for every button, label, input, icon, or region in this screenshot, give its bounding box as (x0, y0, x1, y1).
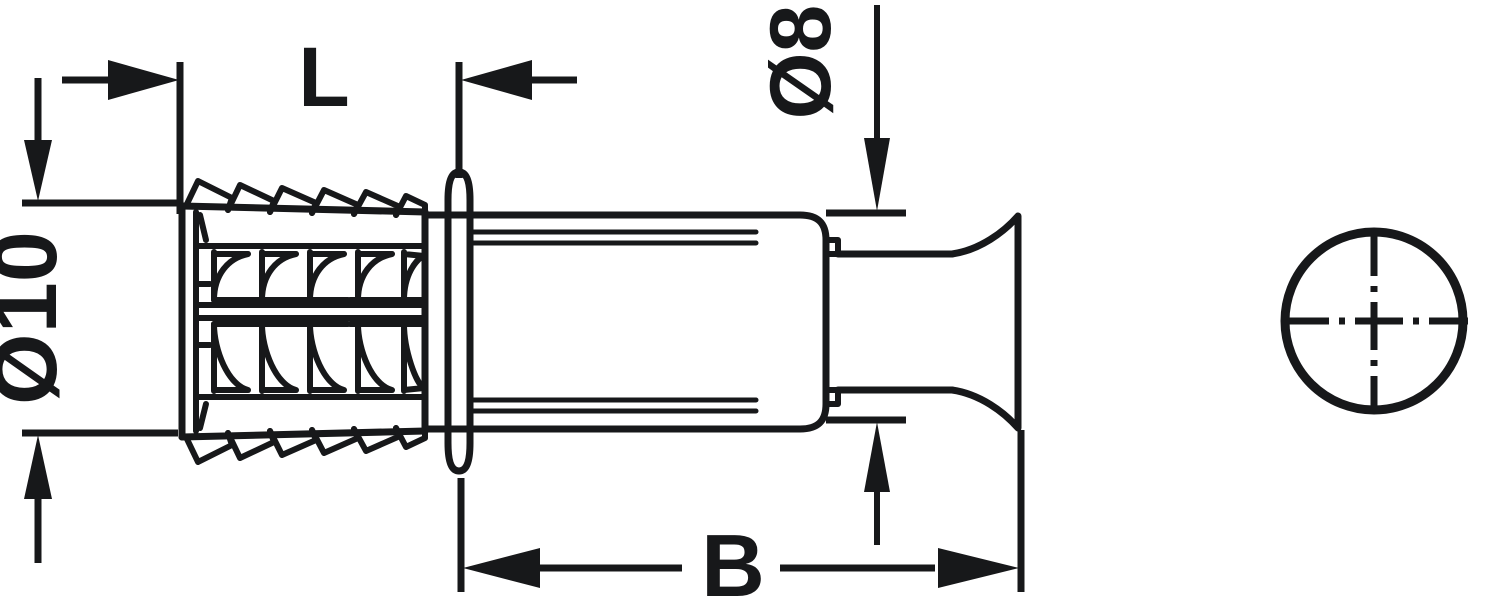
arrowhead-L-left (108, 60, 179, 100)
dowel-section-hatch-marks (193, 212, 213, 431)
arrowhead-d8-bottom (864, 422, 890, 492)
arrowhead-B-right (938, 548, 1019, 588)
dowel-bottom-root-line (178, 427, 429, 441)
bolt-head (948, 212, 1022, 432)
dowel-top-root-line (178, 202, 429, 216)
dowel-section-thread-upper (211, 249, 427, 303)
end-view (1280, 227, 1468, 415)
dim-label-length-L: L (298, 30, 349, 124)
dimension-length-B: B (457, 430, 1025, 603)
arrowhead-L-right (461, 60, 532, 100)
housing-internal-bore (467, 229, 759, 414)
dimension-diameter-8: Ø8 (753, 5, 906, 545)
drawing-geometry: Ø10 L (0, 5, 1468, 603)
flange-collar (444, 168, 474, 475)
housing-step-bottom (823, 387, 841, 407)
arrowhead-B-left (463, 548, 540, 588)
arrowhead-d10-bottom (24, 435, 52, 499)
housing-step-top (823, 237, 841, 257)
dim-label-diameter-10: Ø10 (0, 231, 76, 405)
side-section-view (178, 168, 1022, 475)
arrowhead-d10-top (24, 140, 52, 201)
dimension-length-L: L (62, 30, 577, 214)
dowel-thread-crests-bottom (183, 425, 428, 465)
housing-body-outline (421, 211, 830, 433)
dowel-section-thread-lower (211, 321, 427, 394)
dowel-thread-crests-top (183, 178, 428, 218)
arrowhead-d8-top (864, 138, 890, 211)
dim-label-diameter-8: Ø8 (753, 5, 849, 120)
dim-label-length-B: B (701, 516, 765, 603)
dimension-diameter-10: Ø10 (0, 78, 178, 563)
